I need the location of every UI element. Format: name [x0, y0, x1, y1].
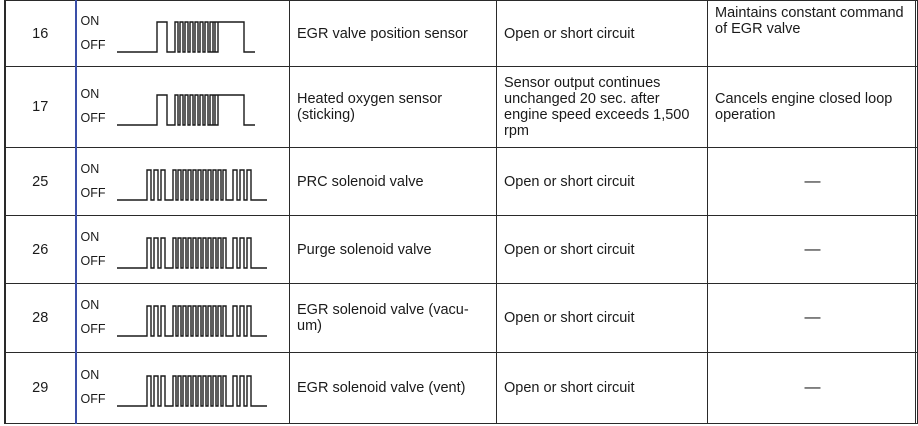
waveform-cell: ON OFF [74, 147, 291, 216]
code-cell: 16 [5, 0, 76, 67]
item-cell: Purge solenoid valve [289, 215, 497, 284]
pulse-trace [116, 236, 267, 269]
waveform-cell: ON OFF [74, 283, 291, 353]
item-cell: EGR solenoid valve (vent) [289, 352, 497, 424]
waveform-cell: ON OFF [74, 352, 291, 424]
item-cell: PRC solenoid valve [289, 147, 497, 216]
code-cell: 17 [5, 66, 76, 148]
code-cell: 28 [5, 283, 76, 353]
pulse-trace [116, 94, 255, 126]
waveform-cell: ON OFF [74, 215, 291, 284]
code-cell: 26 [5, 215, 76, 284]
waveform: ON OFF [77, 81, 291, 133]
waveform: ON OFF [77, 224, 291, 276]
signal-waveform [116, 20, 255, 53]
table-row: 17 ON OFF Heated oxygen sensor (sticking… [5, 66, 918, 148]
signal-waveform [116, 375, 267, 407]
failsafe-cell: Maintains constant command of EGR valve [707, 0, 918, 67]
table-row: 25 ON OFF PRC solenoid valve Open or sho… [5, 147, 918, 216]
pulse-trace [116, 375, 267, 407]
waveform: ON OFF [77, 8, 291, 60]
off-label: OFF [80, 392, 106, 406]
waveform-cell: ON OFF [74, 66, 291, 148]
on-label: ON [80, 229, 100, 244]
signal-waveform [116, 94, 255, 126]
code-cell: 25 [5, 147, 76, 216]
signal-waveform [116, 236, 267, 269]
on-label: ON [80, 161, 100, 176]
table-row: 29 ON OFF EGR solenoid valve (vent) Open… [5, 352, 918, 424]
waveform: ON OFF [77, 292, 291, 344]
failsafe-cell: Cancels engine closed loop operation [707, 66, 918, 148]
item-cell: EGR valve position sensor [289, 0, 497, 67]
on-label: ON [80, 368, 100, 382]
condition-cell: Open or short circuit [496, 147, 708, 216]
on-label: ON [80, 298, 100, 312]
off-label: OFF [80, 111, 106, 125]
condition-cell: Open or short circuit [496, 352, 708, 424]
code-cell: 29 [5, 352, 76, 424]
waveform: ON OFF [77, 362, 291, 414]
table-row: 26 ON OFF Purge solenoid valve Open or s… [5, 215, 918, 284]
failsafe-cell: — [707, 283, 918, 353]
on-label: ON [80, 13, 100, 28]
pulse-trace [116, 20, 255, 53]
failsafe-cell: — [707, 215, 918, 284]
item-cell: Heated oxygen sensor (sticking) [289, 66, 497, 148]
table-row: 28 ON OFF EGR solenoid valve (vacu-um) O… [5, 283, 918, 353]
waveform-cell: ON OFF [74, 0, 291, 67]
condition-cell: Open or short circuit [496, 0, 708, 67]
condition-cell: Open or short circuit [496, 283, 708, 353]
off-label: OFF [80, 253, 106, 268]
failsafe-cell: — [707, 352, 918, 424]
condition-cell: Sensor output continues unchanged 20 sec… [496, 66, 708, 148]
diagnostic-code-table: 16 ON OFF EGR valve position sensor Open… [5, 0, 918, 424]
item-cell: EGR solenoid valve (vacu-um) [289, 283, 497, 353]
signal-waveform [116, 305, 267, 337]
table-row: 16 ON OFF EGR valve position sensor Open… [5, 0, 918, 67]
code-table-sheet: 16 ON OFF EGR valve position sensor Open… [4, 0, 918, 424]
on-label: ON [80, 87, 100, 101]
off-label: OFF [80, 37, 106, 52]
condition-cell: Open or short circuit [496, 215, 708, 284]
pulse-trace [116, 168, 267, 201]
failsafe-cell: — [707, 147, 918, 216]
pulse-trace [116, 305, 267, 337]
waveform: ON OFF [77, 156, 291, 208]
off-label: OFF [80, 185, 106, 200]
off-label: OFF [80, 322, 106, 336]
signal-waveform [116, 168, 267, 201]
